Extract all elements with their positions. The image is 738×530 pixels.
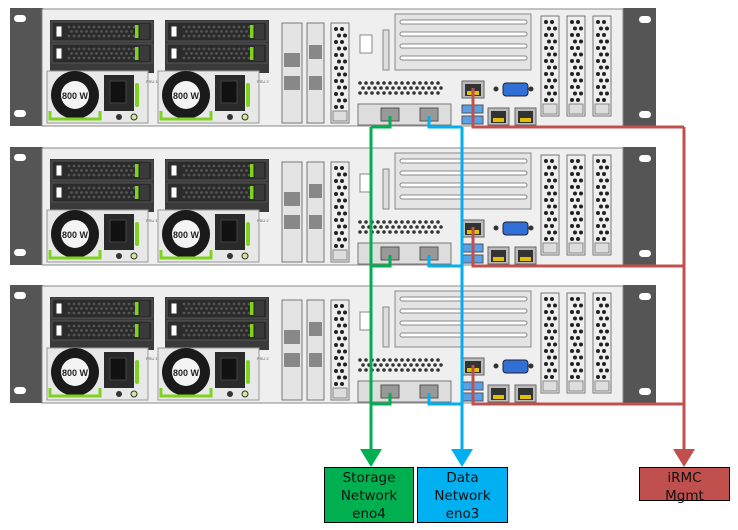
- drive-bay: [166, 182, 268, 203]
- pcie-slot: [540, 15, 560, 117]
- rj45-port[interactable]: [487, 384, 510, 403]
- psu-label: PSU 1: [146, 218, 158, 223]
- storage-cable: [371, 393, 392, 406]
- rack-ear-right: [623, 147, 656, 265]
- server-2: 800 W PSU 1 800 W PSU 2: [10, 147, 656, 266]
- rj45-port[interactable]: [514, 384, 537, 403]
- irmc-label-line1: iRMC: [667, 470, 702, 486]
- psu-label: PSU 2: [257, 79, 269, 84]
- drive-bay: [166, 43, 268, 64]
- drive-bay: [166, 160, 268, 181]
- drive-bay: [166, 298, 268, 319]
- rack-ear-right: [623, 285, 656, 403]
- psu-watt-label: 800 W: [62, 230, 89, 240]
- irmc-arrow: [673, 449, 695, 467]
- irmc-label-line2: Mgmt: [665, 488, 704, 504]
- pcie-slot: [330, 299, 350, 401]
- rack-ear-right: [623, 8, 656, 126]
- data-label-line1: Data: [446, 470, 479, 486]
- drive-bay: [166, 21, 268, 42]
- storage-arrow: [360, 449, 382, 467]
- psu-watt-label: 800 W: [173, 368, 200, 378]
- power-supply: 800 W PSU 1: [46, 347, 158, 401]
- rj45-port[interactable]: [514, 246, 537, 265]
- psu-watt-label: 800 W: [173, 91, 200, 101]
- irmc-cable: [471, 365, 684, 406]
- drive-bay: [51, 320, 153, 341]
- rack-ear-left: [10, 147, 43, 265]
- data-cable: [427, 255, 462, 268]
- drive-bay: [51, 298, 153, 319]
- irmc-mgmt-box: iRMC Mgmt: [639, 467, 730, 504]
- data-label-line3: eno3: [445, 506, 480, 522]
- psu-label: PSU 2: [257, 356, 269, 361]
- data-label-line2: Network: [434, 488, 491, 504]
- power-supply: 800 W PSU 1: [46, 209, 158, 263]
- storage-network-box: Storage Network eno4: [324, 467, 414, 523]
- psu-watt-label: 800 W: [62, 368, 89, 378]
- vga-port[interactable]: [502, 82, 529, 97]
- pcie-slot: [330, 22, 350, 124]
- rj45-port[interactable]: [487, 107, 510, 126]
- vga-port[interactable]: [502, 221, 529, 236]
- pcie-slot: [540, 154, 560, 256]
- rj45-port[interactable]: [487, 246, 510, 265]
- storage-cable: [371, 116, 392, 129]
- storage-label-line3: eno4: [352, 506, 386, 522]
- rack-ear-left: [10, 285, 43, 403]
- data-cable: [427, 393, 462, 406]
- storage-label-line2: Network: [340, 488, 398, 504]
- drive-bay: [51, 160, 153, 181]
- power-supply: 800 W PSU 2: [157, 70, 269, 124]
- drive-bay: [166, 320, 268, 341]
- pcie-slot: [330, 161, 350, 263]
- psu-label: PSU 1: [146, 356, 158, 361]
- server-1: 800 W PSU 1 800 W PSU 2: [10, 8, 656, 127]
- drive-bay: [51, 43, 153, 64]
- drive-bay: [51, 182, 153, 203]
- vga-port[interactable]: [502, 359, 529, 374]
- pcie-slot: [540, 292, 560, 394]
- irmc-cable: [471, 227, 684, 268]
- psu-watt-label: 800 W: [173, 230, 200, 240]
- pcie-slot: [592, 15, 612, 117]
- psu-label: PSU 1: [146, 79, 158, 84]
- storage-label-line1: Storage: [342, 470, 396, 486]
- rj45-port[interactable]: [514, 107, 537, 126]
- power-supply: 800 W PSU 1: [46, 70, 158, 124]
- storage-cable: [371, 255, 392, 268]
- power-supply: 800 W PSU 2: [157, 209, 269, 263]
- server-3: 800 W PSU 1 800 W PSU 2: [10, 285, 656, 404]
- data-network-box: Data Network eno3: [417, 467, 508, 523]
- irmc-cable: [471, 88, 684, 129]
- psu-watt-label: 800 W: [62, 91, 89, 101]
- pcie-slot: [566, 154, 586, 256]
- drive-bay: [51, 21, 153, 42]
- psu-label: PSU 2: [257, 218, 269, 223]
- data-cable: [427, 116, 462, 129]
- rack-ear-left: [10, 8, 43, 126]
- pcie-slot: [592, 154, 612, 256]
- data-arrow: [451, 449, 473, 467]
- power-supply: 800 W PSU 2: [157, 347, 269, 401]
- pcie-slot: [592, 292, 612, 394]
- pcie-slot: [566, 292, 586, 394]
- pcie-slot: [566, 15, 586, 117]
